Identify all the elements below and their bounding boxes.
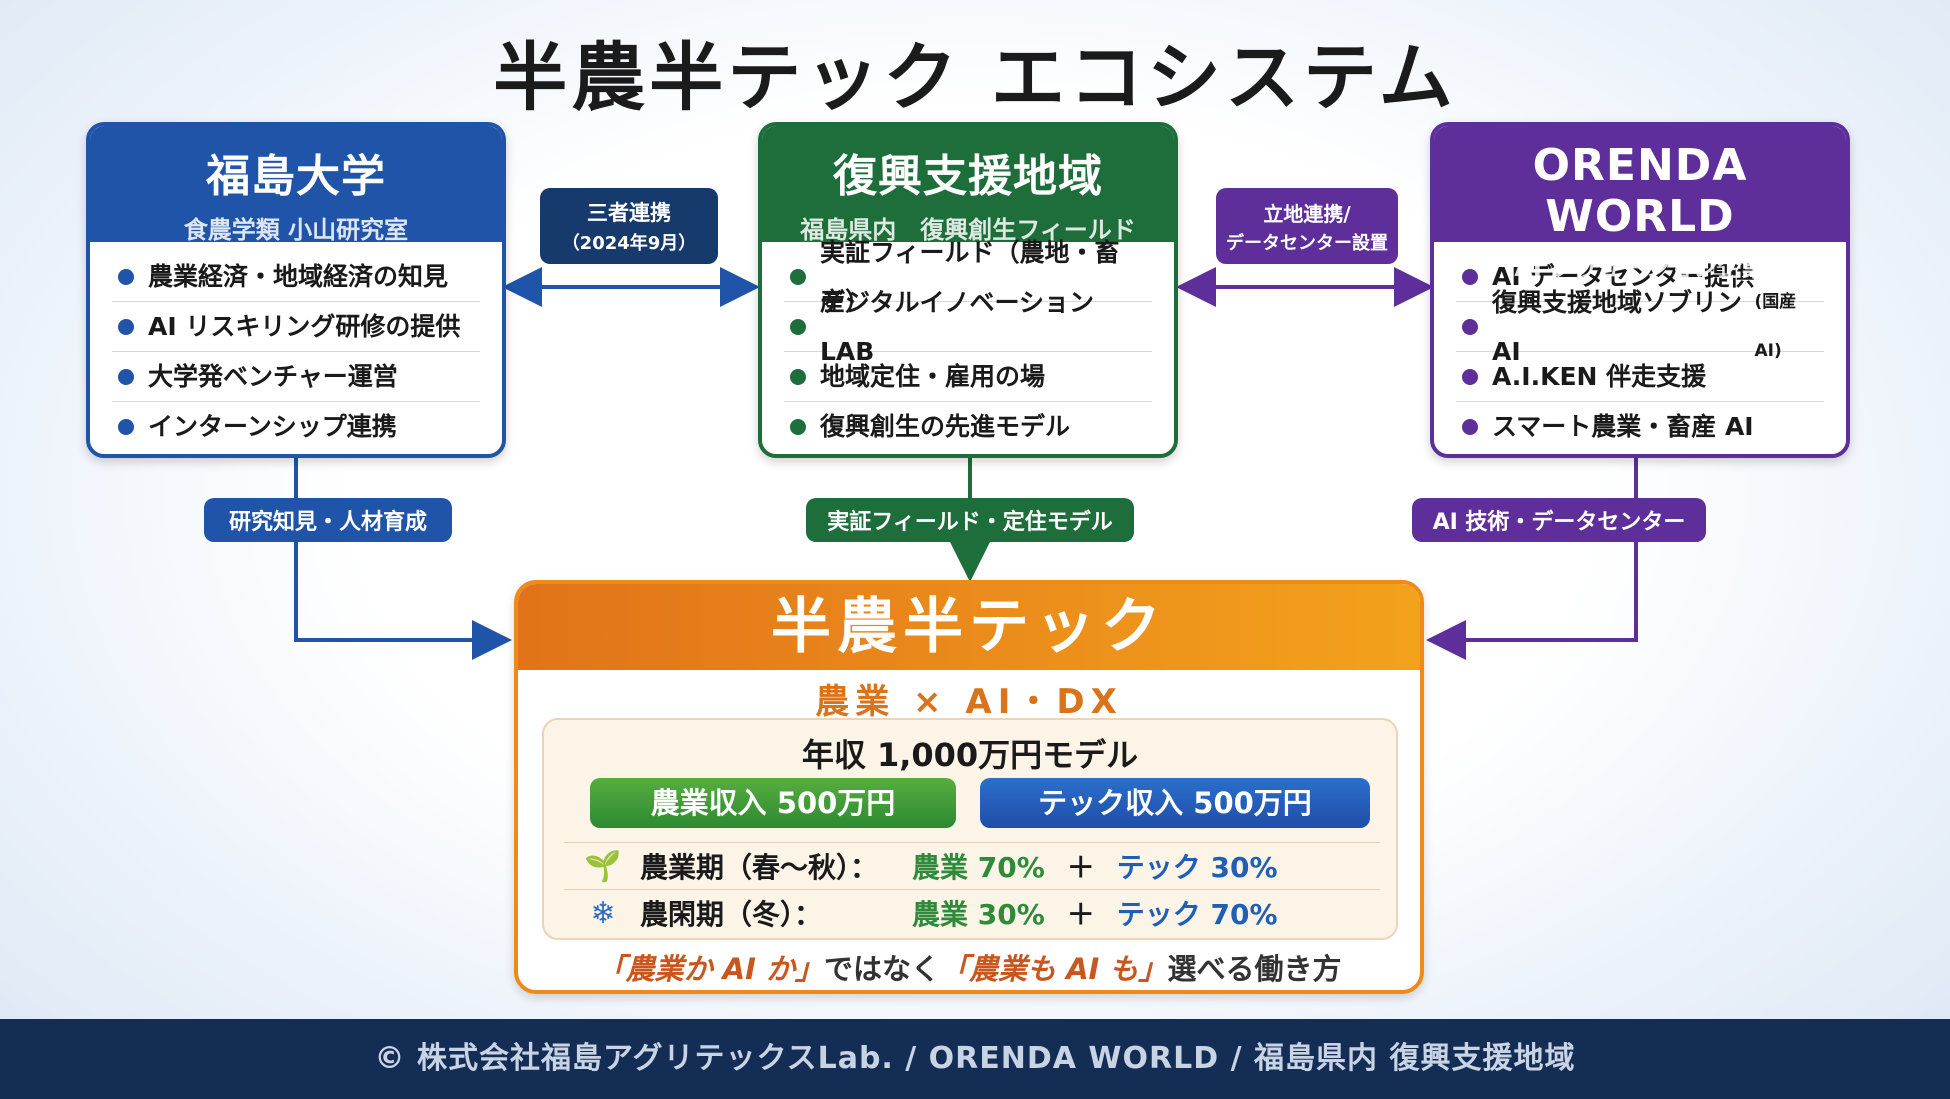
tech-income-badge: テック収入 500万円	[980, 778, 1370, 828]
snowflake-icon: ❄	[590, 895, 616, 931]
card-header: ORENDA WORLD AI ソリューション企業	[1434, 126, 1846, 282]
item-note: (国産 AI)	[1754, 291, 1797, 361]
card-subtitle: 福島県内 復興創生フィールド	[800, 216, 1136, 244]
plus-sign: ＋	[1066, 851, 1095, 884]
flow-label-center: 実証フィールド・定住モデル	[806, 498, 1134, 542]
flow-arrow-right	[1426, 458, 1638, 660]
list-item: スマート農業・畜産 AI	[1456, 402, 1824, 451]
card-title: ORENDA WORLD	[1532, 140, 1748, 242]
list-item: AI データセンター提供	[1456, 252, 1824, 302]
list-item: 大学発ベンチャー運営	[112, 352, 480, 402]
bullet-icon	[118, 318, 134, 335]
bullet-icon	[1462, 318, 1478, 335]
list-item: AI リスキリング研修の提供	[112, 302, 480, 352]
card-subtitle: AI ソリューション企業	[1514, 254, 1766, 282]
list-item: 復興創生の先進モデル	[784, 402, 1152, 451]
bullet-icon	[118, 418, 134, 435]
plus-sign: ＋	[1066, 898, 1095, 931]
model-title: 年収 1,000万円モデル	[801, 736, 1139, 774]
bullet-icon	[790, 418, 806, 435]
footer-copyright: © 株式会社福島アグリテックスLab. / ORENDA WORLD / 福島県…	[0, 1019, 1950, 1099]
bullet-icon	[790, 318, 806, 335]
list-item: 農業経済・地域経済の知見	[112, 252, 480, 302]
season-row-off: ❄ 農閑期（冬）： 農業 30% ＋ テック 70%	[564, 890, 1380, 936]
farm-income-badge: 農業収入 500万円	[590, 778, 956, 828]
list-item: A.I.KEN 伴走支援	[1456, 352, 1824, 402]
tech-share: テック 70%	[1116, 898, 1278, 931]
season-label: 農業期（春～秋）：	[640, 851, 879, 884]
card-fukushima-university: 福島大学 食農学類 小山研究室 農業経済・地域経済の知見 AI リスキリング研修…	[86, 122, 506, 458]
farm-share: 農業 70%	[912, 851, 1045, 884]
bullet-icon	[1462, 268, 1478, 285]
tech-share: テック 30%	[1116, 851, 1278, 884]
flow-arrow-left	[294, 458, 512, 660]
list-item: 復興支援地域ソブリンAI(国産 AI)	[1456, 288, 1824, 366]
card-list: AI データセンター提供 復興支援地域ソブリンAI(国産 AI) A.I.KEN…	[1434, 242, 1846, 451]
hanno-hantech-box: 半農半テック 農業 × AI・DX 年収 1,000万円モデル 農業収入 500…	[514, 580, 1424, 994]
link-label-right: 立地連携/ データセンター設置	[1216, 188, 1398, 264]
flow-label-right: AI 技術・データセンター	[1412, 498, 1706, 542]
season-label: 農閑期（冬）：	[640, 898, 823, 931]
bullet-icon	[1462, 418, 1478, 435]
bullet-icon	[1462, 368, 1478, 385]
list-item: 実証フィールド（農地・畜産）	[784, 238, 1152, 316]
list-item: インターンシップ連携	[112, 402, 480, 451]
card-header: 福島大学 食農学類 小山研究室	[90, 126, 502, 244]
card-list: 農業経済・地域経済の知見 AI リスキリング研修の提供 大学発ベンチャー運営 イ…	[90, 242, 502, 451]
card-orenda-world: ORENDA WORLD AI ソリューション企業 AI データセンター提供 復…	[1430, 122, 1850, 458]
bullet-icon	[790, 368, 806, 385]
center-tagline: 農業 × AI・DX	[815, 682, 1123, 722]
card-list: 実証フィールド（農地・畜産） デジタルイノベーション LAB 地域定住・雇用の場…	[762, 238, 1174, 451]
list-item: 地域定住・雇用の場	[784, 352, 1152, 402]
income-model-panel: 年収 1,000万円モデル 農業収入 500万円 テック収入 500万円 🌱 農…	[542, 718, 1398, 940]
season-row-farming: 🌱 農業期（春～秋）： 農業 70% ＋ テック 30%	[564, 842, 1380, 890]
sprout-icon: 🌱	[584, 848, 622, 884]
center-title: 半農半テック	[518, 584, 1420, 670]
link-label-left: 三者連携 （2024年9月）	[540, 188, 718, 264]
card-title: 復興支援地域	[833, 151, 1103, 202]
card-title: 福島大学	[206, 151, 386, 202]
slogan: 「農業か AI か」ではなく「農業も AI も」選べる働き方	[596, 952, 1342, 986]
card-reconstruction-region: 復興支援地域 福島県内 復興創生フィールド 実証フィールド（農地・畜産） デジタ…	[758, 122, 1178, 458]
bullet-icon	[118, 368, 134, 385]
card-subtitle: 食農学類 小山研究室	[183, 216, 409, 244]
flow-label-left: 研究知見・人材育成	[204, 498, 452, 542]
bullet-icon	[118, 268, 134, 285]
page-title: 半農半テック エコシステム	[493, 35, 1457, 121]
card-header: 復興支援地域 福島県内 復興創生フィールド	[762, 126, 1174, 244]
farm-share: 農業 30%	[912, 898, 1045, 931]
bullet-icon	[790, 268, 806, 285]
list-item: デジタルイノベーション LAB	[784, 288, 1152, 366]
